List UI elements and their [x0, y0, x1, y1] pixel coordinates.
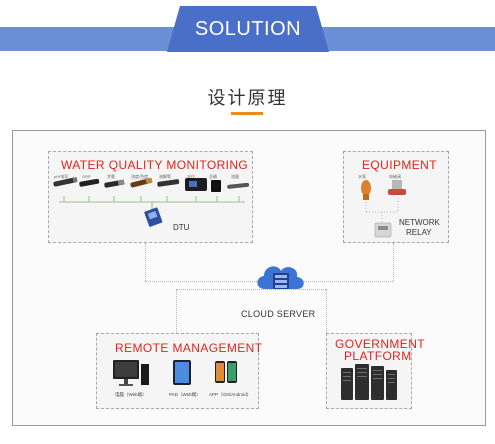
connector-dtu-down [145, 243, 146, 281]
sensor-meter-icon [211, 180, 221, 192]
sensor-probe-icon [130, 177, 153, 188]
connector-relay-down [393, 243, 394, 281]
server-rack-icon [341, 364, 397, 400]
connector-dtu-cloud [145, 281, 257, 282]
sensor-label: pH/电导 [54, 174, 69, 179]
sensor-label: 余氯 [107, 174, 115, 179]
equipment-graphic [361, 180, 406, 238]
page-subtitle: 设计原理 [207, 88, 288, 109]
water-quality-title: WATER QUALITY MONITORING [61, 158, 249, 172]
diagram-canvas: WATER QUALITY MONITORING pH/电导 ORP 余氯 浊度… [12, 130, 486, 426]
subtitle-underline [231, 112, 263, 115]
sensor-probe-icon [53, 177, 78, 187]
government-title-line2: PLATFORM [344, 349, 412, 363]
computer-caption: 电脑（Web端） [115, 392, 147, 397]
connector-remote-up [176, 289, 177, 333]
connector-relay-cloud [303, 281, 393, 282]
sensor-label: 流量 [231, 174, 239, 179]
cloud-icon [257, 266, 304, 289]
sensor-label: 浊度/色度 [131, 174, 149, 179]
sensor-probe-icon [104, 179, 125, 188]
sensors-graphic [53, 177, 250, 227]
pump-icon [361, 180, 371, 200]
network-relay-icon [374, 222, 392, 238]
section-title: SOLUTION [194, 17, 302, 40]
phone-icon [215, 361, 237, 383]
tablet-caption: PAD（Web端） [169, 392, 201, 397]
equipment-title: EQUIPMENT [362, 158, 437, 172]
remote-devices-graphic [113, 360, 237, 386]
sensor-label: ORP [82, 174, 91, 179]
sensor-probe-icon [227, 182, 250, 189]
remote-management-title: REMOTE MANAGEMENT [115, 341, 263, 355]
sensor-controller-icon [185, 178, 207, 191]
sensor-label: 水位 [187, 174, 195, 179]
tablet-icon [173, 360, 191, 385]
cloud-server-label: CLOUD SERVER [241, 309, 316, 319]
sensor-label: 总磷 [209, 174, 217, 179]
water-quality-box: WATER QUALITY MONITORING pH/电导 ORP 余氯 浊度… [48, 151, 253, 243]
government-title-line1: GOVERNMENT [335, 337, 426, 351]
computer-icon [113, 360, 149, 386]
solenoid-valve-icon [388, 180, 406, 195]
dtu-label: DTU [173, 223, 190, 232]
remote-management-box: REMOTE MANAGEMENT 电脑（Web端） PAD（Web端） [96, 333, 263, 409]
relay-label-line1: NETWORK [399, 218, 440, 227]
sensor-label: 溶解氧 [159, 174, 171, 179]
connector-gov-up [326, 289, 327, 333]
dtu-device-icon [144, 207, 163, 227]
government-platform-box: GOVERNMENT PLATFORM [326, 333, 425, 409]
equipment-label: 电磁阀 [389, 174, 401, 179]
equipment-box: EQUIPMENT 水泵 电磁阀 NETWORK RELAY [343, 151, 449, 243]
sensor-probe-icon [157, 179, 180, 187]
equipment-label: 水泵 [358, 174, 366, 179]
header-tab [167, 6, 329, 52]
connector-cloud-bus [176, 289, 326, 290]
app-caption: APP（iOS/Android） [209, 392, 252, 397]
sensor-probe-icon [79, 178, 100, 187]
relay-label-line2: RELAY [406, 228, 432, 237]
